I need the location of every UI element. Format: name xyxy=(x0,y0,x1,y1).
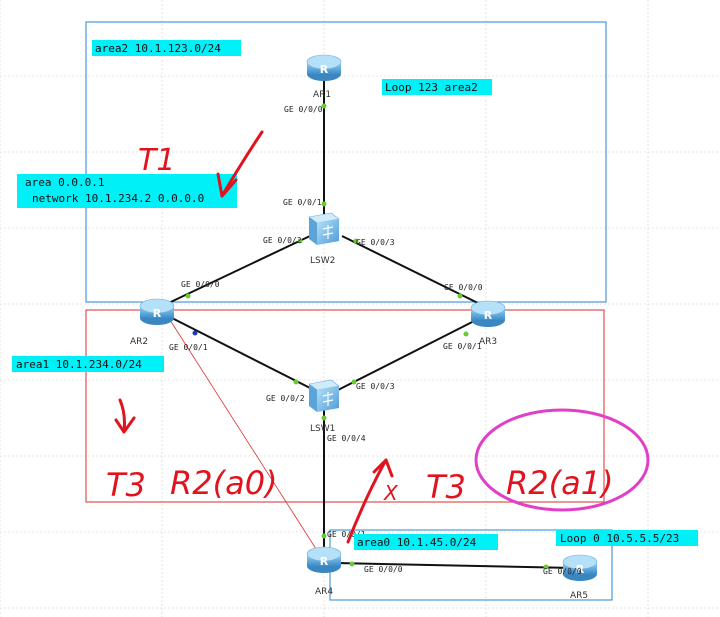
virtual-link-line xyxy=(169,319,319,553)
loop123-label: Loop 123 area2 xyxy=(385,81,478,94)
port-label: GE 0/0/1 xyxy=(327,530,366,539)
port-dot xyxy=(321,415,327,421)
router-icon[interactable] xyxy=(306,546,342,574)
highlight-circle xyxy=(474,408,650,512)
port-label: GE 0/0/1 xyxy=(169,343,208,352)
annotation-x: X xyxy=(383,481,399,505)
link-lsw2-ar2 xyxy=(157,235,311,309)
area1-label: area1 10.1.234.0/24 xyxy=(16,358,142,371)
router-icon[interactable] xyxy=(306,54,342,82)
label-bg xyxy=(92,40,241,56)
device-label-ar4: AR4 xyxy=(315,587,333,597)
annotation-t3-left: T3 xyxy=(106,466,146,504)
port-dots xyxy=(185,103,549,570)
port-label: GE 0/0/0 xyxy=(181,280,220,289)
device-label-ar2: AR2 xyxy=(130,337,148,347)
device-label-ar1: AR1 xyxy=(313,90,331,100)
arrow-up-icon xyxy=(346,458,394,544)
loop0-label: Loop 0 10.5.5.5/23 xyxy=(560,532,679,545)
label-bg xyxy=(556,530,698,546)
port-dot xyxy=(351,379,357,385)
switch-icon[interactable] xyxy=(308,379,340,413)
arrow-icon xyxy=(216,130,264,198)
port-label: GE 0/0/4 xyxy=(327,434,366,443)
link-lsw2-ar3 xyxy=(341,235,489,309)
annotation-t1: T1 xyxy=(138,143,175,178)
port-dot xyxy=(321,533,327,539)
port-dot xyxy=(353,238,359,244)
label-bg xyxy=(12,356,164,372)
area2-region-box xyxy=(85,21,607,303)
port-dot xyxy=(321,201,327,207)
area-config-line2: network 10.1.234.2 0.0.0.0 xyxy=(32,192,204,205)
annotation-t3-right: T3 xyxy=(426,468,466,506)
annotation-r2-right: R2(a1) xyxy=(506,464,614,502)
device-label-lsw2: LSW2 xyxy=(310,256,335,266)
link-ar3-lsw1 xyxy=(337,315,485,391)
port-dot xyxy=(321,103,327,109)
device-label-lsw1: LSW1 xyxy=(310,424,335,434)
annotation-r2-left: R2(a0) xyxy=(170,464,278,502)
label-bg xyxy=(17,174,237,208)
router-icon[interactable] xyxy=(470,300,506,328)
area-config-line1: area 0.0.0.1 xyxy=(25,176,104,189)
port-dot xyxy=(463,331,469,337)
area0-label: area0 10.1.45.0/24 xyxy=(357,536,477,549)
link-ar2-lsw1 xyxy=(167,315,315,391)
port-label: GE 0/0/0 xyxy=(543,567,582,576)
port-label: GE 0/0/0 xyxy=(444,283,483,292)
area2-label: area2 10.1.123.0/24 xyxy=(95,42,221,55)
port-dot xyxy=(543,564,549,570)
label-bg xyxy=(382,79,492,95)
port-label: GE 0/0/2 xyxy=(266,394,305,403)
port-dot xyxy=(349,561,355,567)
port-label: GE 0/0/2 xyxy=(263,236,302,245)
port-label: GE 0/0/0 xyxy=(364,565,403,574)
port-label: GE 0/0/1 xyxy=(443,342,482,351)
link-ar4-ar5 xyxy=(335,562,576,569)
label-bg xyxy=(354,534,498,550)
switch-icon[interactable] xyxy=(308,212,340,246)
device-label-ar3: AR3 xyxy=(479,337,497,347)
port-dot xyxy=(185,293,191,299)
router-icon[interactable] xyxy=(139,298,175,326)
port-label: GE 0/0/3 xyxy=(356,238,395,247)
port-dot-blue xyxy=(192,330,198,336)
device-label-ar5: AR5 xyxy=(570,591,588,601)
port-label: GE 0/0/1 xyxy=(283,198,322,207)
port-dot xyxy=(297,238,303,244)
arrow-down-icon xyxy=(114,398,136,434)
area1-region-box xyxy=(85,309,605,503)
links xyxy=(157,72,576,569)
port-dot xyxy=(293,379,299,385)
port-label: GE 0/0/0 xyxy=(284,105,323,114)
port-label: GE 0/0/3 xyxy=(356,382,395,391)
port-dot xyxy=(457,293,463,299)
